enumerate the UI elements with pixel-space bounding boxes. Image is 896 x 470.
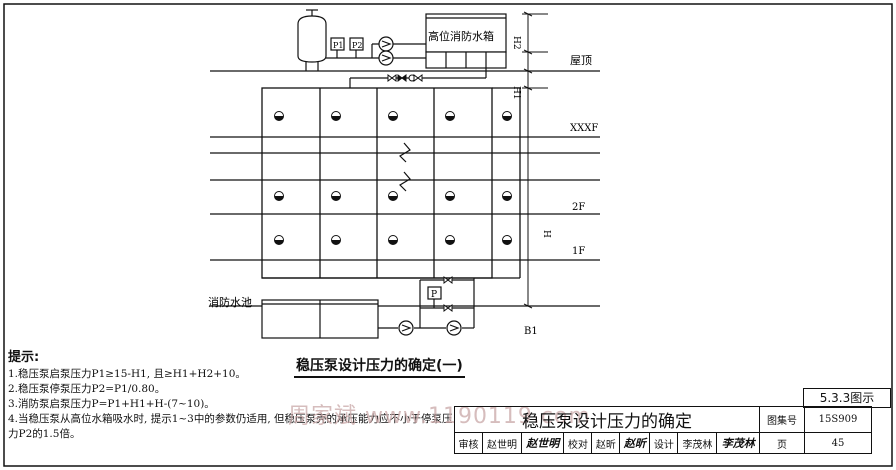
- note-item: 4.当稳压泵从高位水箱吸水时, 提示1~3中的参数仍适用, 但稳压泵壳的承压能力…: [8, 413, 453, 440]
- hydrant-icon-fill: [502, 240, 512, 245]
- hydrant-icon-fill: [502, 116, 512, 121]
- hydrant-icon-fill: [445, 196, 455, 201]
- hydrant-icon-fill: [274, 240, 284, 245]
- page-label: 页: [759, 432, 805, 454]
- hydrant-icon-fill: [445, 240, 455, 245]
- checker: 赵昕: [591, 432, 621, 454]
- fire-pump-1: [398, 320, 414, 336]
- basement-valves: [443, 276, 453, 312]
- title-block: 稳压泵设计压力的确定 图集号 15S909 审核 赵世明 赵世明 校对 赵昕 赵…: [454, 406, 872, 454]
- hydrant-icon-fill: [388, 240, 398, 245]
- roof-valves: [387, 74, 423, 82]
- high-tank: [425, 13, 507, 53]
- fire-pump-2: [446, 320, 462, 336]
- note-item: 2.稳压泵停泵压力P2=P1/0.80。: [8, 383, 166, 395]
- hydrant-icon-fill: [274, 196, 284, 201]
- p1-label: P1: [333, 41, 343, 50]
- floor-lines: [210, 70, 600, 307]
- note-item: 3.消防泵启泵压力P=P1+H1+H-(7~10)。: [8, 398, 215, 410]
- hydrant-icon-fill: [502, 196, 512, 201]
- dimension-lines: [522, 11, 548, 309]
- notes-heading: 提示:: [8, 350, 40, 365]
- hydrant-icon-fill: [331, 240, 341, 245]
- figure-number: 5.3.3图示: [803, 388, 891, 408]
- reviewer: 赵世明: [481, 432, 523, 454]
- design-label: 设计: [649, 432, 679, 454]
- hydrant-icon-fill: [331, 116, 341, 121]
- floor-2f-label: 2F: [572, 202, 585, 213]
- pipe-grid: [261, 87, 521, 279]
- dim-h1-label: H1: [511, 86, 521, 100]
- figure-title: 稳压泵设计压力的确定(一): [294, 355, 465, 378]
- fire-hydrants: [274, 111, 512, 245]
- dim-h2-label: H2: [511, 36, 521, 50]
- fire-pool-label: 消防水池: [208, 295, 252, 309]
- xxxf-label: XXXF: [570, 123, 598, 134]
- hydrant-icon-fill: [445, 116, 455, 121]
- notes: 提示: 1.稳压泵启泵压力P1≥15-H1, 且≥H1+H2+10。 2.稳压泵…: [8, 350, 458, 442]
- reviewer-signature: 赵世明: [521, 432, 565, 454]
- p-label: P: [431, 290, 437, 300]
- roof-label: 屋顶: [570, 54, 592, 67]
- check-label: 校对: [563, 432, 593, 454]
- hydrant-icon-fill: [388, 196, 398, 201]
- dim-h-label: H: [541, 230, 551, 238]
- checker-signature: 赵昕: [619, 432, 651, 454]
- break-marks: [399, 142, 411, 192]
- high-tank-label: 高位消防水箱: [428, 29, 494, 43]
- roof-equipment: [297, 9, 507, 88]
- p2-label: P2: [352, 41, 362, 50]
- designer: 李茂林: [677, 432, 718, 454]
- hydrant-icon-fill: [331, 196, 341, 201]
- basement-equipment: [261, 278, 475, 339]
- atlas-number: 15S909: [804, 406, 872, 433]
- stabilizer-pump-lower: [378, 50, 394, 66]
- hydrant-icon-fill: [388, 116, 398, 121]
- note-item: 1.稳压泵启泵压力P1≥15-H1, 且≥H1+H2+10。: [8, 368, 246, 380]
- sheet-title: 稳压泵设计压力的确定: [454, 406, 760, 433]
- hydrant-icon-fill: [274, 116, 284, 121]
- floor-1f-label: 1F: [572, 246, 585, 257]
- pressure-tank: [297, 15, 327, 63]
- review-label: 审核: [454, 432, 483, 454]
- atlas-label: 图集号: [759, 406, 805, 433]
- b1-label: B1: [524, 326, 538, 337]
- designer-signature: 李茂林: [716, 432, 760, 454]
- page-number: 45: [804, 432, 872, 454]
